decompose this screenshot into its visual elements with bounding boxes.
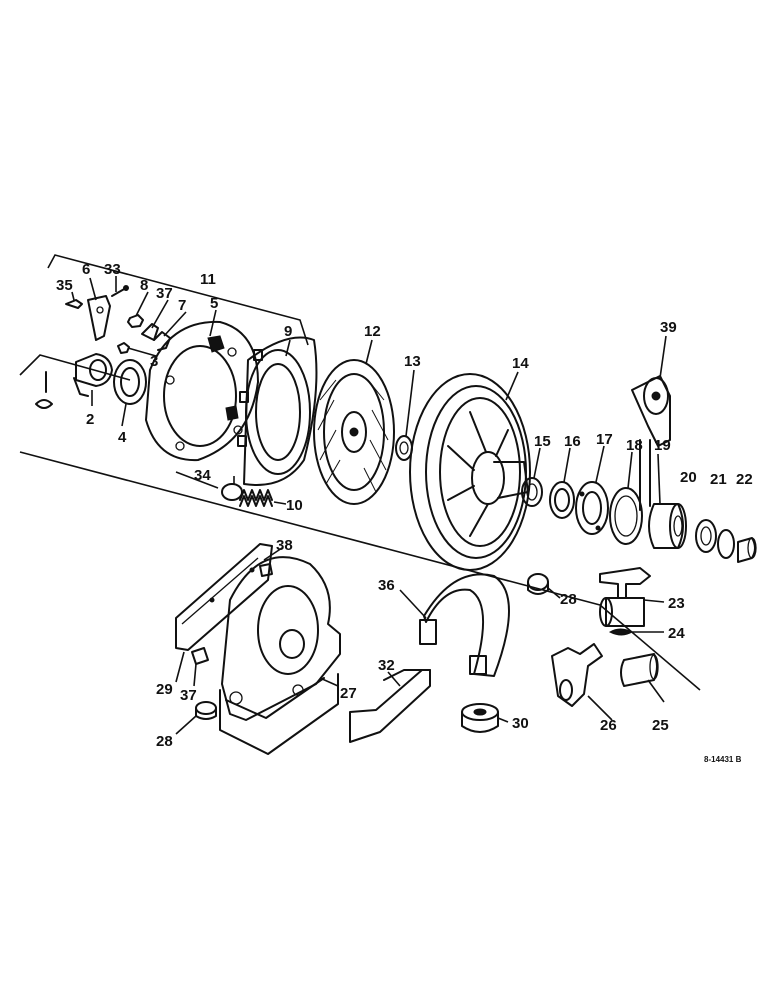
bolt-31 [111, 285, 129, 297]
callout-39: 39 [660, 319, 677, 336]
callout-17: 17 [596, 431, 613, 448]
callout-30: 30 [512, 715, 529, 732]
callout-25: 25 [652, 717, 669, 734]
callout-37: 38 [276, 537, 293, 554]
callout-12: 12 [364, 323, 381, 340]
callout-2: 2 [86, 411, 94, 428]
bushing-22 [737, 537, 757, 563]
pulley-14 [409, 373, 531, 571]
spring-10 [239, 489, 273, 507]
clip-37 [259, 563, 273, 577]
damper-30 [461, 703, 499, 733]
callout-3: 3 [150, 353, 158, 370]
pin-1 [35, 371, 53, 409]
callout-27: 27 [340, 685, 357, 702]
reference-code: 8-14431 B [704, 755, 742, 764]
bearing-4 [113, 359, 147, 405]
callout-32: 35 [56, 277, 73, 294]
callout-8: 8 [140, 277, 148, 294]
clutch-cover-9 [237, 336, 318, 486]
nut-3 [117, 342, 130, 354]
callout-22: 22 [736, 471, 753, 488]
bracket-35 [349, 669, 431, 743]
callout-labels: 35 6 33 11 8 37 7 5 9 12 39 3 13 14 2 4 … [56, 261, 753, 764]
callout-31: 33 [104, 261, 121, 278]
callout-36: 36 [378, 577, 395, 594]
callout-35: 32 [378, 657, 395, 674]
callout-24: 24 [668, 625, 685, 642]
nut-8 [127, 314, 144, 328]
callout-29: 29 [156, 681, 173, 698]
clip-38 [191, 647, 209, 665]
callout-13: 13 [404, 353, 421, 370]
callout-14: 14 [512, 355, 529, 372]
callout-5: 5 [210, 295, 218, 312]
clutch-disc-12 [313, 359, 395, 505]
callout-11: 11 [200, 271, 216, 288]
callout-28-lower: 28 [156, 733, 173, 750]
assembly-bracket-11 [19, 254, 701, 691]
snap-ring-21 [717, 529, 735, 559]
washer-20 [695, 519, 717, 553]
bushing-28-lower [195, 701, 217, 720]
callout-16: 16 [564, 433, 581, 450]
callout-38: 37 [180, 687, 197, 704]
housing-27 [219, 556, 341, 755]
callout-9: 9 [284, 323, 292, 340]
brake-band-36 [419, 573, 510, 677]
bearing-16 [549, 481, 575, 519]
yoke-26 [551, 643, 603, 707]
callout-21: 21 [710, 471, 727, 488]
callout-6: 6 [82, 261, 90, 278]
callout-26: 26 [600, 717, 617, 734]
callout-23: 23 [668, 595, 685, 612]
callout-20: 20 [680, 469, 697, 486]
lever-6 [87, 295, 111, 341]
spacer-15 [521, 477, 543, 507]
callout-4: 4 [118, 429, 127, 446]
gasket-18 [609, 487, 643, 545]
clip-32 [65, 299, 83, 309]
callout-18: 18 [626, 437, 643, 454]
bushing-28-upper [527, 573, 549, 595]
release-collar-2 [73, 353, 113, 397]
shield-29 [175, 543, 273, 651]
lever-23 [599, 567, 651, 627]
pressure-plate-5 [145, 320, 259, 462]
callout-19: 19 [654, 437, 671, 454]
callout-10: 10 [286, 497, 303, 514]
bracket-34 [141, 323, 159, 341]
retainer-17 [575, 481, 609, 535]
retainer-33 [221, 483, 243, 501]
callout-28-upper: 28 [560, 591, 577, 608]
leader-lines [71, 276, 667, 735]
sleeve-25 [620, 653, 659, 687]
bushing-13 [395, 435, 413, 461]
callout-33: 34 [194, 467, 211, 484]
callout-7: 7 [178, 297, 186, 314]
callout-34: 37 [156, 285, 173, 302]
callout-15: 15 [534, 433, 551, 450]
bearing-19 [648, 503, 687, 549]
